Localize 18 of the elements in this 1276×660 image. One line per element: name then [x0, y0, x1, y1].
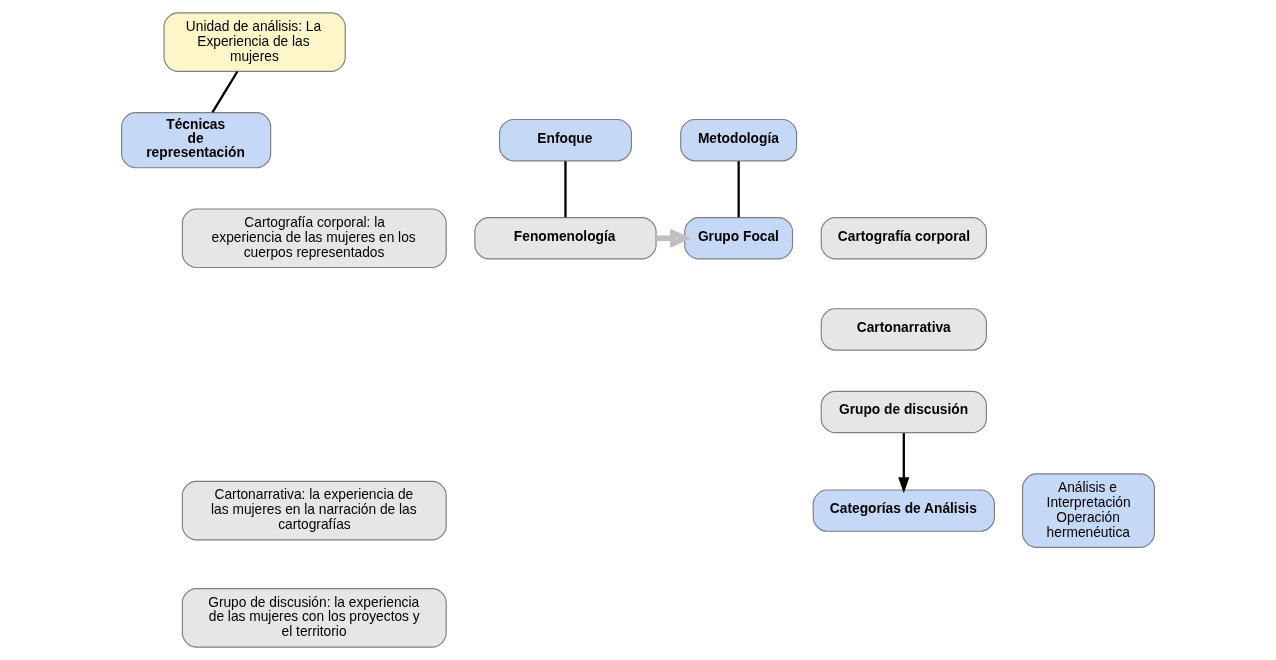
node-box: Cartografía corporal: la experiencia de las mujeres en los cuerpos representados — [181, 208, 447, 269]
node-box: Análisis e Interpretación Operación hermenéutica — [1021, 473, 1155, 548]
node-box: Categorías de Análisis — [812, 489, 995, 532]
node-box: Grupo Focal — [684, 217, 794, 260]
connector — [211, 70, 239, 113]
node-box: Técnicas de representación — [121, 112, 272, 169]
arrow — [898, 433, 910, 494]
node-box: Cartonarrativa — [820, 308, 987, 351]
node-box: Cartonarrativa: la experiencia de las mujeres en la narración de las cartografías — [181, 480, 447, 541]
node-box: Grupo de discusión — [820, 390, 987, 434]
node-box: Enfoque — [498, 118, 632, 162]
node-box: Metodología — [680, 118, 798, 162]
node-box: Grupo de discusión: la experiencia de las mujeres con los proyectos y el territorio — [181, 588, 447, 648]
connector — [564, 161, 567, 218]
connector — [737, 161, 740, 218]
node-box: Cartografía corporal — [820, 217, 987, 260]
node-box: Fenomenología — [474, 217, 657, 260]
node-box: Unidad de análisis: La Experiencia de las mujeres — [163, 12, 346, 72]
